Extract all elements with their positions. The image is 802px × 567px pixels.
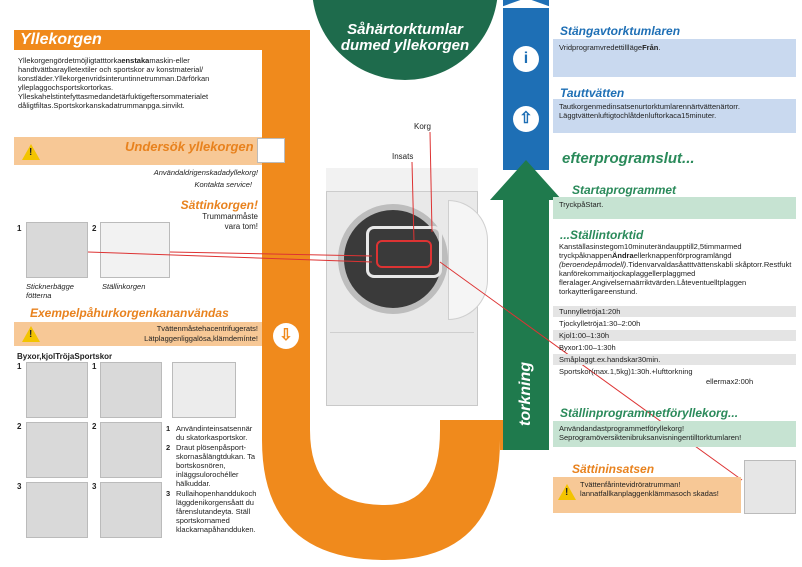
close-dryer-text: VridprogramvredettilllägeFrån. [559,43,661,52]
sweater-step2-image [100,422,162,478]
orange-top-band [262,30,310,36]
example-bar [14,322,262,346]
basket-insert [376,240,432,268]
step1-image [26,222,88,278]
blue-top-notch [498,0,554,8]
row2-num: 2 [17,422,22,431]
step2-pointer [169,251,373,257]
row2-num-b: 2 [92,422,97,431]
time-row-0 [553,306,796,317]
pants-step2-image [26,422,88,478]
time-item: Tjockylletröja1:30–2:00h [559,319,641,328]
pants-step1-image [26,362,88,418]
instr3: Rullaihopenhanddukoch läggdenikorgensåat… [176,489,257,534]
blue-flow-band [503,0,549,170]
wool-basket [366,226,442,278]
korg-pointer [429,131,433,233]
row3-num-b: 3 [92,482,97,491]
time-item-extra: ellermax2:00h [706,377,754,386]
remove-title: Tauttvätten [560,86,625,100]
step1-pointer [87,251,373,263]
dryer-door-opening [338,204,448,314]
start-bar [553,197,796,219]
row1-num-b: 1 [92,362,97,371]
step2-num: 2 [92,224,97,233]
example-note2: Lätplaggenliggalösa,klämdemínte! [144,334,258,343]
row1-num: 1 [17,362,22,371]
down-arrow-icon: ⇩ [273,323,299,349]
basket-small-image [257,138,285,163]
start-title: Startaprogrammet [572,183,677,197]
inspect-bar [14,137,262,165]
set-time-title: ...Ställintorktid [560,228,644,242]
center-title: Såhärtorktumlar dumed yllekorgen [340,21,470,54]
remove-bar [553,99,796,133]
instr3-num: 3 [166,489,171,498]
orange-flow-band [262,30,500,560]
time-row-4 [553,354,796,365]
insats-label: Insats [392,152,414,161]
time-item: Sportskor(max.1,5kg)1:30h.+lufttorkning [559,367,693,376]
insats-pointer [411,161,415,243]
info-icon: i [513,46,539,72]
instr2: Draut plösenpåsport- skornasålängtdukan.… [176,443,256,488]
row3-num: 3 [17,482,22,491]
green-arrow-head [490,160,562,200]
set-program-text: Användandastprogrammetföryllekorg! Sepro… [559,424,742,442]
remove-text: Tautkorgenmedinsatsenurtorktumlarennärtv… [559,102,740,120]
after-program-title: efterprogramslut... [562,150,695,167]
start-text: TryckpåStart. [559,200,604,209]
yllekorgen-title: Yllekorgen [20,31,102,48]
dryer-open-door [448,200,488,320]
warning-icon [22,326,40,342]
time-item: Tunnylletröja1:20h [559,307,621,316]
time-item: Kjol1:00–1:30h [559,331,610,340]
yllekorgen-header [14,30,262,50]
instr1-num: 1 [166,424,171,433]
insert-title: Sättinkorgen! [180,198,258,212]
inspect-title: Undersök yllekorgen [125,139,254,154]
close-dryer-bar [553,39,796,77]
insert-insats-image [744,460,796,514]
step1-num: 1 [17,224,22,233]
instr1: Användinteinsatsennär du skatorkasportsk… [176,424,253,442]
dryer-top [326,168,478,192]
korg-label: Korg [414,122,431,131]
time-item: Byxor1:00–1:30h [559,343,616,352]
example-note1: Tvättenmåstehacentrifugerats! [156,324,258,333]
warning-icon [558,484,576,500]
intro-text: Yllekorgengördetmöjligtatttorkaenstakama… [18,56,210,110]
sweater-step3-image [100,482,162,538]
example-title: Exempelpåhurkorgenkananvändas [30,306,229,320]
insert-insats-title: Sättininsatsen [572,462,655,476]
time-row-2 [553,330,796,341]
step2-image [100,222,170,278]
upload-arrow-icon: ⇧ [513,106,539,132]
dryer-lower-panel [330,332,474,392]
instr2-num: 2 [166,443,171,452]
set-program-bar [553,421,796,447]
shoes-image [172,362,236,418]
step1-caption: Sticknerbägge fötterna [26,282,74,300]
green-flow-band [503,200,549,450]
pants-step3-image [26,482,88,538]
insert-note: Trummanmåste vara tom! [202,212,258,231]
inspect-note2: Kontakta service! [194,180,252,189]
set-time-text: Kanställasinstegom10minuterändaupptill2,… [559,242,792,296]
sweater-step1-image [100,362,162,418]
insert-insats-bar [553,477,741,513]
step2-caption: Ställinkorgen [102,282,146,291]
items-title: Byxor,kjolTröjaSportskor [17,352,113,361]
close-dryer-title: Stängavtorktumlaren [560,24,681,38]
set-program-title: Ställinprogrammetföryllekorg... [560,406,739,420]
insert-insats-text: Tvättenfårintevidröratrumman! lannatfall… [580,480,719,498]
inspect-note1: Användaldrigenskadadyllekorg! [153,168,258,177]
time-item: Småplaggt.ex.handskar30min. [559,355,661,364]
warning-icon [22,144,40,160]
